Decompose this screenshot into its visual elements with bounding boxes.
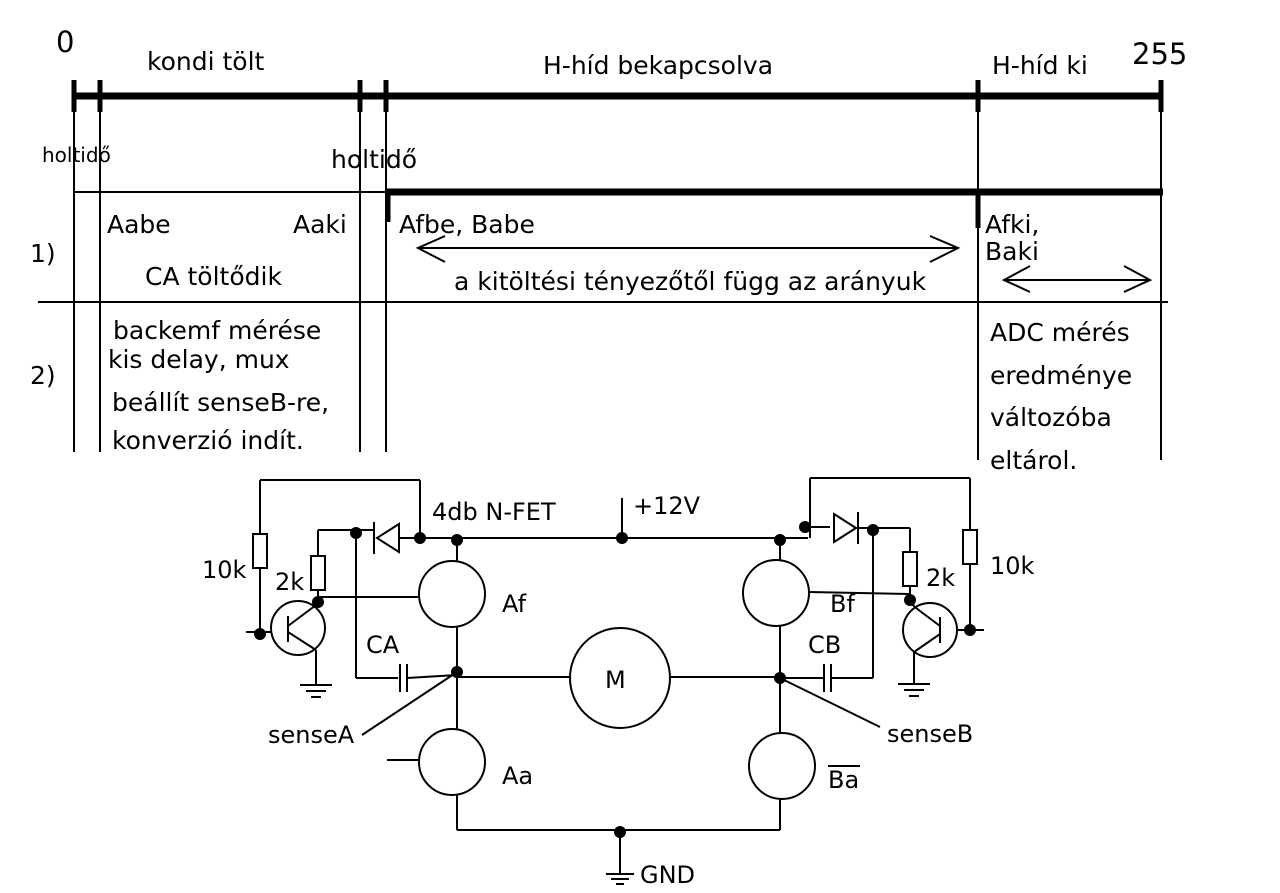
phase-bridge-off-label: H-híd ki bbox=[992, 51, 1088, 80]
phase-charge-label: kondi tölt bbox=[147, 47, 265, 76]
sense-a-label: senseA bbox=[268, 721, 355, 749]
capacitor-ca-symbol bbox=[399, 664, 408, 692]
h-bridge-circuit: 4db N-FET +12V GND M Af Bf Aa Ba CA CB s… bbox=[202, 477, 1035, 889]
sense-b-line bbox=[779, 677, 881, 728]
aaki-label: Aaki bbox=[293, 210, 347, 239]
cap-ca-label: CA bbox=[366, 631, 400, 659]
fet-bf-symbol bbox=[742, 559, 810, 627]
backemf-line-2: kis delay, mux bbox=[108, 345, 290, 374]
aabe-label: Aabe bbox=[107, 210, 171, 239]
diode-left-symbol bbox=[373, 522, 400, 554]
fet-bf-label: Bf bbox=[830, 590, 855, 618]
adc-line-2: eredménye bbox=[990, 361, 1132, 390]
afki-label: Afki, bbox=[985, 210, 1039, 239]
afbe-babe-label: Afbe, Babe bbox=[399, 210, 535, 239]
ground-label: GND bbox=[640, 861, 695, 889]
deadtime-left-label: holtidő bbox=[42, 143, 111, 167]
fet-ba-label: Ba bbox=[828, 766, 859, 794]
resistor-2k-left-symbol bbox=[310, 555, 326, 591]
transistor-right-symbol bbox=[902, 601, 958, 658]
supply-label: +12V bbox=[633, 492, 701, 520]
fet-aa-label: Aa bbox=[502, 762, 533, 790]
fet-count-label: 4db N-FET bbox=[432, 498, 556, 526]
resistor-10k-left-label: 10k bbox=[202, 556, 247, 584]
duty-ratio-arrow bbox=[415, 235, 961, 263]
sense-b-label: senseB bbox=[887, 720, 973, 748]
backemf-line-3: beállít senseB-re, bbox=[112, 388, 329, 417]
bridge-off-arrow bbox=[1001, 265, 1153, 293]
sense-a-line bbox=[361, 671, 458, 736]
timeline-start-label: 0 bbox=[56, 25, 74, 59]
timing-diagram: 0 255 kondi tölt H-híd bekapcsolva H-híd… bbox=[30, 25, 1187, 475]
resistor-2k-left-label: 2k bbox=[275, 568, 304, 596]
row2-label: 2) bbox=[30, 361, 56, 390]
resistor-2k-right-symbol bbox=[902, 551, 918, 587]
transistor-left-symbol bbox=[270, 600, 326, 656]
phase-bridge-on-label: H-híd bekapcsolva bbox=[543, 51, 773, 80]
resistor-10k-left-symbol bbox=[252, 533, 268, 569]
ground-symbol-main bbox=[606, 873, 634, 885]
backemf-line-1: backemf mérése bbox=[113, 316, 321, 345]
adc-line-1: ADC mérés bbox=[990, 318, 1130, 347]
resistor-10k-right-label: 10k bbox=[990, 552, 1035, 580]
backemf-line-4: konverzió indít. bbox=[112, 426, 304, 455]
timeline-end-label: 255 bbox=[1132, 37, 1187, 71]
cap-cb-label: CB bbox=[808, 631, 841, 659]
fet-af-label: Af bbox=[502, 590, 527, 618]
capacitor-cb-symbol bbox=[823, 664, 832, 692]
fet-ba-symbol bbox=[748, 732, 816, 800]
motor-label: M bbox=[605, 666, 626, 694]
adc-line-3: változóba bbox=[990, 403, 1112, 432]
deadtime-right-label: holtidő bbox=[331, 145, 417, 174]
diode-right-symbol bbox=[833, 512, 859, 544]
ground-symbol-left bbox=[300, 684, 332, 698]
baki-label: Baki bbox=[985, 237, 1039, 266]
adc-line-4: eltárol. bbox=[990, 446, 1077, 475]
resistor-2k-right-label: 2k bbox=[926, 564, 955, 592]
duty-note-label: a kitöltési tényezőtől függ az arányuk bbox=[454, 267, 927, 296]
fet-aa-symbol bbox=[418, 728, 486, 796]
fet-af-symbol bbox=[418, 560, 486, 628]
ca-charging-label: CA töltődik bbox=[145, 262, 282, 291]
resistor-10k-right-symbol bbox=[962, 529, 978, 565]
ground-symbol-right bbox=[898, 683, 930, 697]
row1-label: 1) bbox=[30, 239, 56, 268]
